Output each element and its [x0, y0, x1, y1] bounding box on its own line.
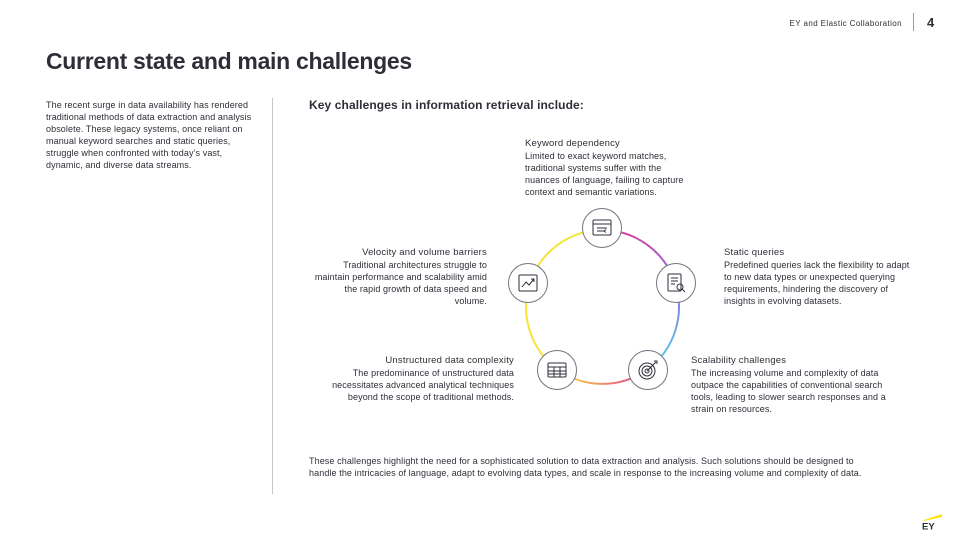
node-static-queries — [656, 263, 696, 303]
header-separator — [913, 13, 914, 31]
page-title: Current state and main challenges — [46, 48, 412, 74]
challenge-heading: Scalability challenges — [691, 355, 787, 366]
header-doc-title: EY and Elastic Collaboration — [789, 19, 902, 28]
browser-window-icon — [592, 219, 612, 236]
node-scalability-challenges — [628, 350, 668, 390]
challenge-body: The increasing volume and complexity of … — [691, 368, 886, 414]
closing-paragraph: These challenges highlight the need for … — [309, 456, 862, 478]
challenge-keyword-dependency: Keyword dependency Limited to exact keyw… — [525, 138, 685, 198]
challenge-body: The predominance of unstructured data ne… — [332, 368, 514, 402]
challenge-body: Traditional architectures struggle to ma… — [314, 260, 487, 306]
challenge-heading: Velocity and volume barriers — [362, 247, 487, 258]
node-keyword-dependency — [582, 208, 622, 248]
challenge-heading: Keyword dependency — [525, 138, 620, 149]
page-number: 4 — [927, 15, 935, 30]
challenge-velocity-volume: Velocity and volume barriers Traditional… — [312, 247, 487, 307]
challenges-subheading: Key challenges in information retrieval … — [309, 98, 584, 112]
node-velocity-volume — [508, 263, 548, 303]
intro-paragraph: The recent surge in data availability ha… — [46, 100, 252, 170]
challenge-unstructured-data: Unstructured data complexity The predomi… — [327, 355, 514, 403]
node-unstructured-data — [537, 350, 577, 390]
challenge-heading: Unstructured data complexity — [385, 355, 514, 366]
ey-logo-text: EY — [922, 522, 935, 532]
challenge-heading: Static queries — [724, 247, 785, 258]
line-chart-icon — [518, 274, 538, 292]
ey-logo: EY — [922, 514, 942, 532]
data-table-icon — [547, 362, 567, 378]
column-divider — [272, 98, 273, 494]
target-icon — [638, 360, 658, 380]
challenge-body: Predefined queries lack the flexibility … — [724, 260, 910, 306]
document-search-icon — [667, 273, 686, 293]
challenge-static-queries: Static queries Predefined queries lack t… — [724, 247, 916, 307]
challenge-body: Limited to exact keyword matches, tradit… — [525, 151, 684, 197]
challenge-scalability: Scalability challenges The increasing vo… — [691, 355, 901, 415]
